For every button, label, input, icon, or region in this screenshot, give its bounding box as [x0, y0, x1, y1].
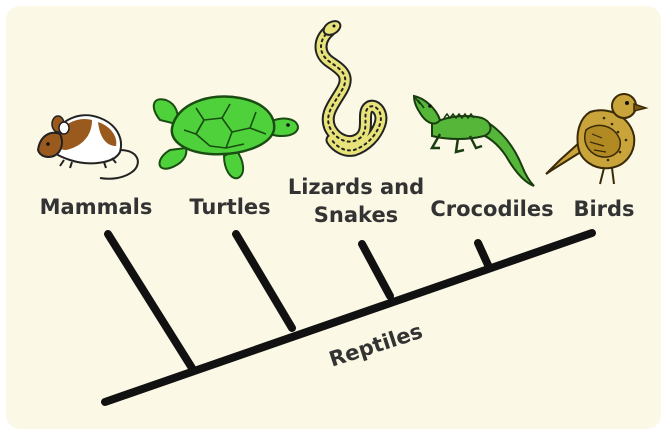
crocodiles-label: Crocodiles	[430, 197, 553, 221]
mammals-label: Mammals	[40, 195, 153, 219]
snakes-label-line2: Snakes	[314, 203, 398, 227]
turtles-label: Turtles	[189, 195, 270, 219]
birds-label: Birds	[573, 197, 634, 221]
lizards-label-line1: Lizards and	[288, 175, 424, 199]
